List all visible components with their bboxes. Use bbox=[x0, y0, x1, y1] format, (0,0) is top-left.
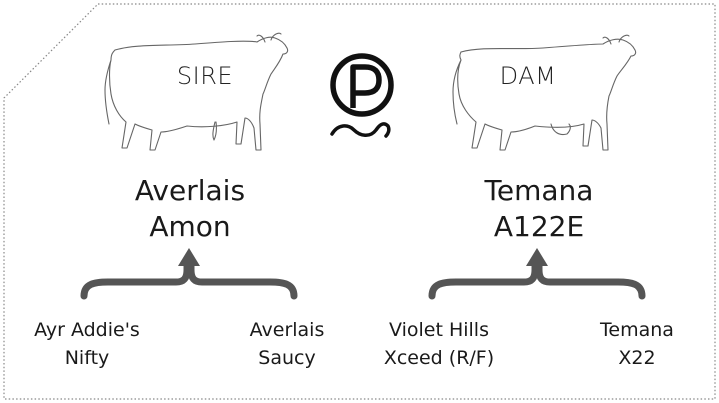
sire-lineage-bracket bbox=[80, 248, 298, 300]
sire-dam-line2: Saucy bbox=[258, 347, 316, 369]
dam-dam-line1: Temana bbox=[600, 319, 674, 341]
dam-sire: Violet Hills Xceed (R/F) bbox=[376, 316, 502, 372]
dam-dam-line2: X22 bbox=[618, 347, 656, 369]
sire-dam-line1: Averlais bbox=[249, 319, 325, 341]
dam-role-label: DAM bbox=[499, 62, 557, 90]
dam-name: Temana A122E bbox=[419, 173, 659, 245]
sire-name-line1: Averlais bbox=[134, 174, 246, 207]
dam-lineage-bracket bbox=[428, 248, 646, 300]
dam-sire-line2: Xceed (R/F) bbox=[383, 347, 495, 369]
sire-sire: Ayr Addie's Nifty bbox=[30, 316, 144, 372]
sire-sire-line1: Ayr Addie's bbox=[34, 319, 140, 341]
dam-name-line2: A122E bbox=[493, 210, 585, 243]
sire-role-label: SIRE bbox=[176, 62, 234, 90]
sire-dam: Averlais Saucy bbox=[238, 316, 336, 372]
dam-name-line1: Temana bbox=[484, 174, 594, 207]
sire-bull-illustration bbox=[95, 32, 295, 172]
dam-cow-illustration bbox=[443, 32, 643, 172]
sire-sire-line2: Nifty bbox=[64, 347, 110, 369]
dam-sire-line1: Violet Hills bbox=[389, 319, 489, 341]
dam-dam: Temana X22 bbox=[584, 316, 690, 372]
polled-icon bbox=[330, 53, 394, 138]
sire-name-line2: Amon bbox=[149, 210, 231, 243]
sire-name: Averlais Amon bbox=[70, 173, 310, 245]
